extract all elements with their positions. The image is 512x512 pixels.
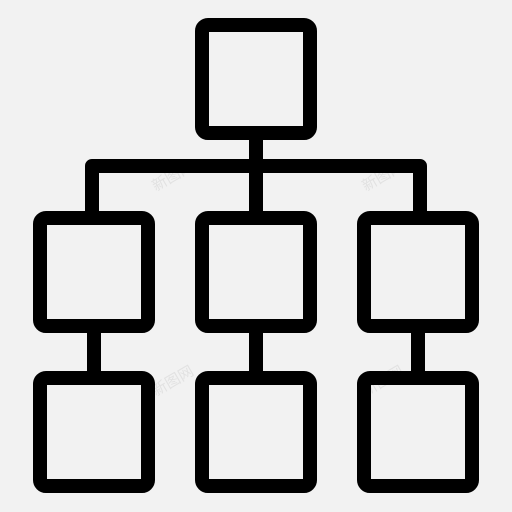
middle-right-node-box — [357, 211, 479, 333]
middle-left-node-box — [33, 211, 155, 333]
top-node-box — [195, 18, 317, 140]
bottom-left-node-box — [33, 371, 155, 493]
middle-center-node-box — [195, 211, 317, 333]
bottom-right-node-box — [357, 371, 479, 493]
bottom-center-node-box — [195, 371, 317, 493]
